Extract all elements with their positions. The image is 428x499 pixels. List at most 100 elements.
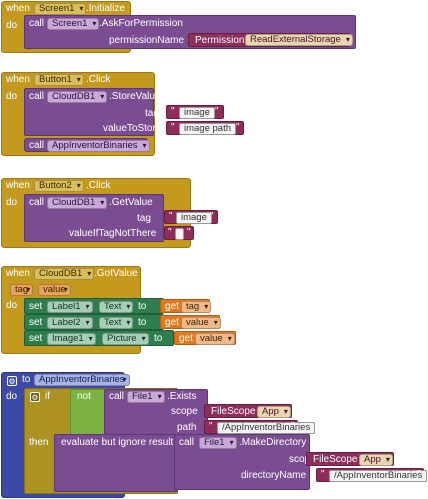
call-get-value[interactable]: call CloudDB1 .GetValue tag valueIfTagNo… <box>24 194 164 242</box>
call-store-value[interactable]: call CloudDB1 .StoreValue tag valueToSto… <box>24 88 161 136</box>
to-keyword: to <box>22 374 31 385</box>
to-keyword: to <box>154 333 163 344</box>
method-name: .Exists <box>167 391 197 402</box>
filescope-label: FileScope <box>313 454 358 465</box>
tag-label: tag <box>145 108 159 119</box>
permission-dropdown[interactable]: ReadExternalStorage <box>245 34 353 46</box>
filescope-app-block[interactable]: FileScope App <box>204 404 292 418</box>
param-value[interactable]: value <box>38 284 71 296</box>
permission-helper-block[interactable]: Permission ReadExternalStorage <box>188 33 353 47</box>
image1-dropdown[interactable]: Image1 <box>47 333 96 345</box>
label2-dropdown[interactable]: Label2 <box>47 317 93 329</box>
file1-dropdown[interactable]: File1 <box>199 437 237 449</box>
text-image-block[interactable]: " image " <box>166 105 224 119</box>
get-tag-dropdown[interactable]: tag <box>181 301 212 313</box>
when-keyword: when <box>6 3 30 14</box>
when-keyword: when <box>6 74 30 85</box>
text-image-value[interactable]: image <box>176 212 212 224</box>
event-name: .Initialize <box>86 3 125 14</box>
quote-icon: " <box>417 469 421 480</box>
text-dir-path-block[interactable]: " /AppInventorBinaries " <box>316 468 428 482</box>
call-keyword: call <box>29 140 45 151</box>
text-image-path-block[interactable]: " image path " <box>166 121 244 135</box>
get-keyword: get <box>165 301 179 312</box>
set-label2-text[interactable]: set Label2 Text to <box>24 314 164 330</box>
call-make-directory[interactable]: call File1 .MakeDirectory scope director… <box>174 434 316 490</box>
quote-icon: " <box>209 421 213 432</box>
param-tag[interactable]: tag <box>10 284 34 296</box>
text-image-value[interactable]: image <box>179 107 215 119</box>
call-exists[interactable]: call File1 .Exists scope path <box>104 389 208 435</box>
quote-icon: " <box>187 227 191 238</box>
screen1-dropdown[interactable]: Screen1 <box>34 3 87 15</box>
set-keyword: set <box>29 333 43 344</box>
get-tag-block[interactable]: get tag <box>160 299 212 313</box>
clouddb1-dropdown[interactable]: CloudDB1 <box>47 197 108 209</box>
text-property-dropdown[interactable]: Text <box>99 317 134 329</box>
permission-label: Permission <box>195 35 245 46</box>
procedure-dropdown[interactable]: AppInventorBinaries <box>47 140 150 152</box>
get-value-block[interactable]: get value <box>160 315 221 329</box>
do-keyword: do <box>6 391 18 402</box>
evaluate-ignore-result[interactable]: evaluate but ignore result <box>54 434 178 492</box>
text-dir-path-block[interactable]: " /AppInventorBinaries " <box>204 420 316 434</box>
app-scope-dropdown[interactable]: App <box>359 454 393 466</box>
do-keyword: do <box>6 91 18 102</box>
when-keyword: when <box>6 180 30 191</box>
get-keyword: get <box>165 317 179 328</box>
set-label1-text[interactable]: set Label1 Text to <box>24 298 164 314</box>
clouddb1-dropdown[interactable]: CloudDB1 <box>47 91 108 103</box>
label1-dropdown[interactable]: Label1 <box>47 301 93 313</box>
do-keyword: do <box>6 20 18 31</box>
event-name: .Click <box>86 74 111 85</box>
quote-icon: " <box>171 122 175 133</box>
call-app-inventor-binaries[interactable]: call AppInventorBinaries <box>24 138 150 152</box>
not-block[interactable]: not <box>70 389 108 435</box>
clouddb1-dropdown[interactable]: CloudDB1 <box>34 268 95 280</box>
app-scope-dropdown[interactable]: App <box>257 406 291 418</box>
filescope-label: FileScope <box>211 406 256 417</box>
picture-property-dropdown[interactable]: Picture <box>102 333 149 345</box>
path-label: path <box>177 422 197 433</box>
text-dir-path-value[interactable]: /AppInventorBinaries <box>217 422 316 434</box>
call-keyword: call <box>109 391 125 402</box>
gear-icon[interactable]: ⚙ <box>30 392 40 402</box>
set-keyword: set <box>29 317 43 328</box>
get-value-block[interactable]: get value <box>174 331 236 345</box>
button1-dropdown[interactable]: Button1 <box>34 74 84 86</box>
then-keyword: then <box>29 437 49 448</box>
procedure-name[interactable]: AppInventorBinaries <box>34 374 130 386</box>
event-name: .GotValue <box>94 268 138 279</box>
screen1-component-dropdown[interactable]: Screen1 <box>47 18 100 30</box>
text-dir-path-value[interactable]: /AppInventorBinaries <box>329 470 428 482</box>
text-empty-value[interactable] <box>175 228 184 240</box>
call-keyword: call <box>179 437 195 448</box>
quote-icon: " <box>291 421 295 432</box>
gear-icon[interactable]: ⚙ <box>7 376 17 386</box>
value-if-tag-not-there-label: valueIfTagNotThere <box>69 228 157 239</box>
not-keyword: not <box>77 391 91 402</box>
do-keyword: do <box>6 300 18 311</box>
text-image-path-value[interactable]: image path <box>179 123 237 135</box>
tag-label: tag <box>137 213 151 224</box>
if-keyword: if <box>45 391 50 402</box>
text-image-block[interactable]: " image " <box>164 210 218 224</box>
call-keyword: call <box>29 197 45 208</box>
quote-icon: " <box>169 211 173 222</box>
to-keyword: to <box>138 317 147 328</box>
quote-icon: " <box>215 106 219 117</box>
button2-dropdown[interactable]: Button2 <box>34 180 84 192</box>
text-empty-block[interactable]: " " <box>164 226 194 240</box>
get-value-dropdown[interactable]: value <box>181 317 221 329</box>
file1-dropdown[interactable]: File1 <box>127 391 165 403</box>
get-keyword: get <box>179 333 193 344</box>
scope-label: scope <box>289 454 316 465</box>
quote-icon: " <box>210 211 214 222</box>
evaluate-ignore-label: evaluate but ignore result <box>61 437 174 448</box>
text-property-dropdown[interactable]: Text <box>99 301 134 313</box>
directory-name-label: directoryName <box>241 470 307 481</box>
set-image1-picture[interactable]: set Image1 Picture to <box>24 330 174 346</box>
do-keyword: do <box>6 197 18 208</box>
filescope-app-block[interactable]: FileScope App <box>306 452 394 466</box>
get-value-dropdown[interactable]: value <box>195 333 235 345</box>
